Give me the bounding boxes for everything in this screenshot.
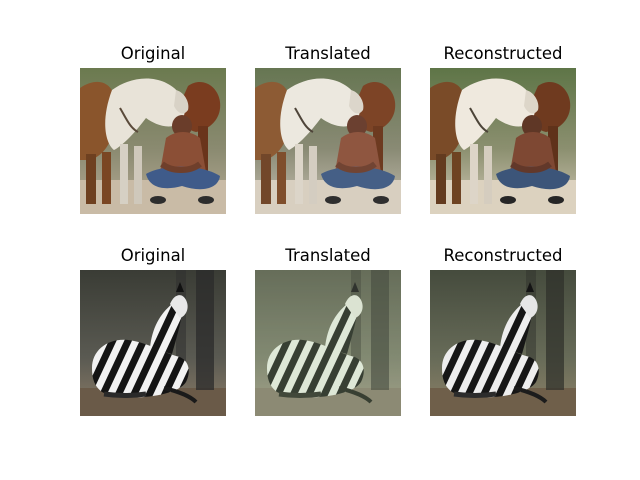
panel-title: Translated: [285, 246, 371, 265]
horses-reconstructed-image: [430, 68, 576, 214]
zebra-reconstructed-image: [430, 270, 576, 416]
panel-title: Reconstructed: [443, 246, 563, 265]
horses-translated-image: [255, 68, 401, 214]
panel-title: Original: [120, 44, 186, 63]
zebra-translated-image: [255, 270, 401, 416]
panel-title: Translated: [285, 44, 371, 63]
panel-title: Original: [120, 246, 186, 265]
zebra-original-image: [80, 270, 226, 416]
horses-original-image: [80, 68, 226, 214]
panel-title: Reconstructed: [443, 44, 563, 63]
